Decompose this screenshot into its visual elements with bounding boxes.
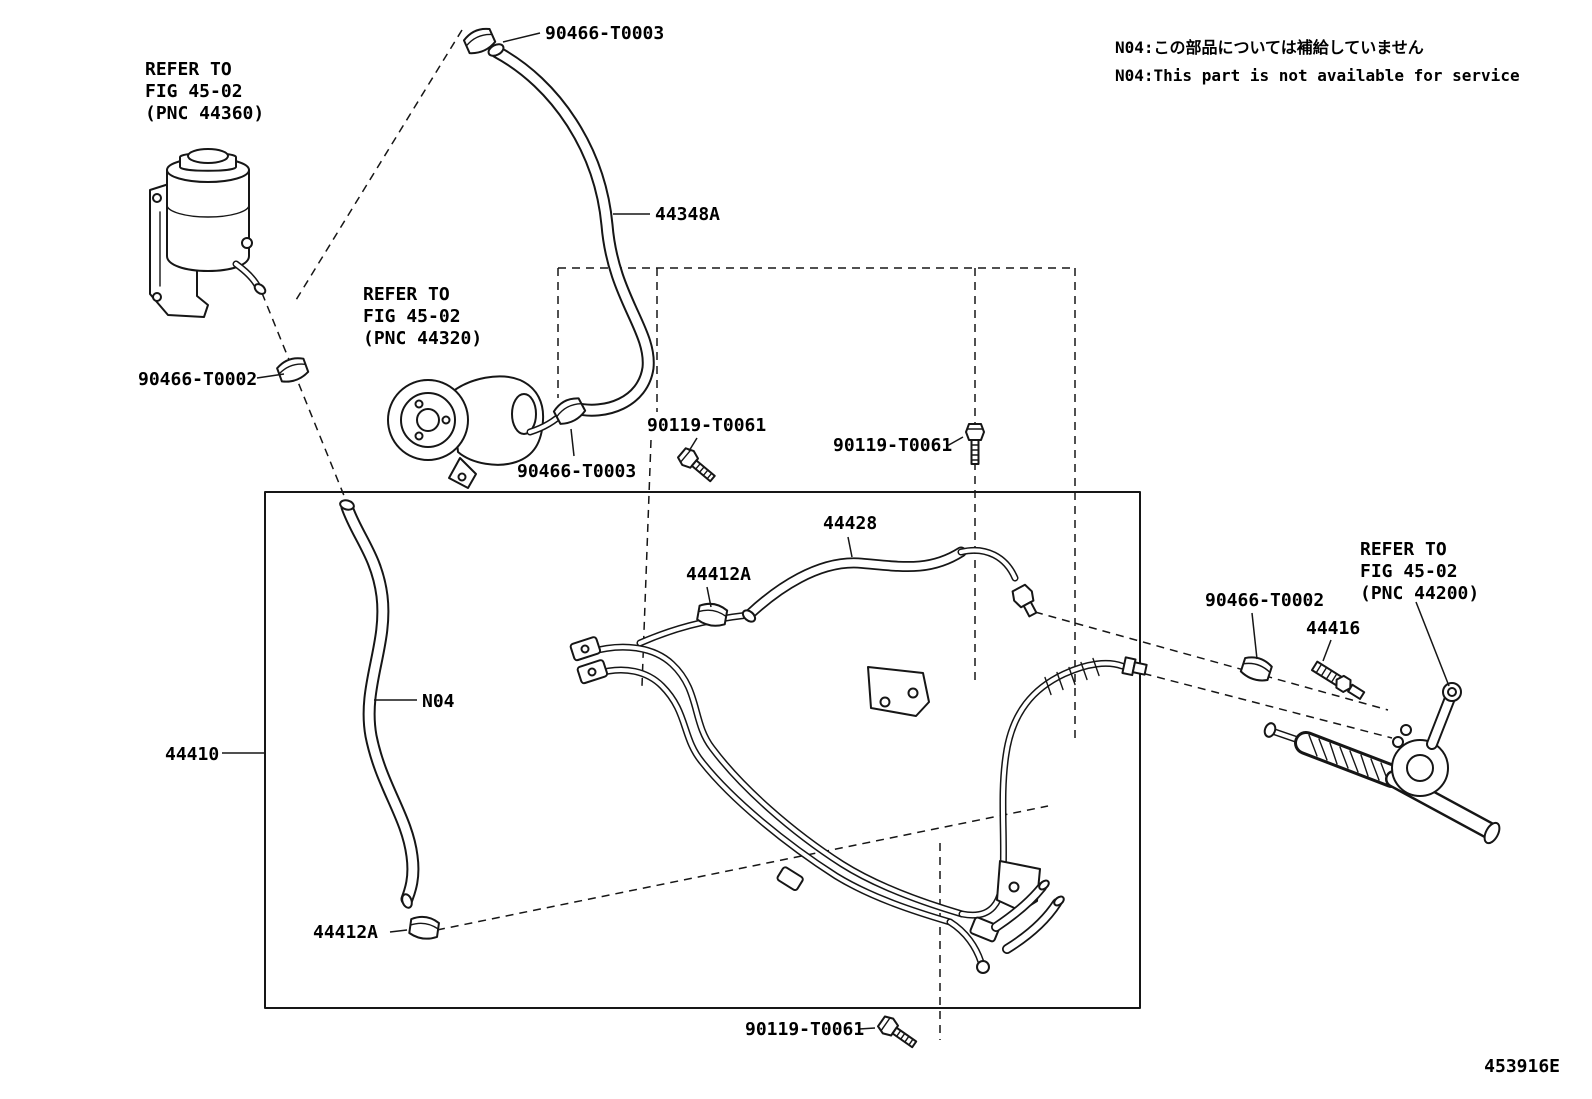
leader-clamp-44412A-bottom bbox=[389, 929, 408, 933]
callout-clamp-gear: 90466-T0002 bbox=[1205, 590, 1324, 611]
ref-gear-line2: FIG 45-02 bbox=[1360, 561, 1458, 582]
callout-tube-44428: 44428 bbox=[823, 513, 877, 534]
callout-bolt-left: 90119-T0061 bbox=[647, 415, 766, 436]
leader-lines bbox=[222, 32, 1450, 1030]
leader-clamp-top bbox=[502, 32, 541, 43]
ref-gear-line3: (PNC 44200) bbox=[1360, 583, 1479, 604]
ref-pump-line3: (PNC 44320) bbox=[363, 328, 482, 349]
union-bolt-part bbox=[1310, 660, 1366, 700]
steering-gear-part bbox=[1263, 682, 1501, 845]
reference-pump: REFER TO FIG 45-02 (PNC 44320) bbox=[363, 284, 482, 349]
bolt-left-part bbox=[675, 444, 720, 487]
callout-clamp-44412A-bottom: 44412A bbox=[313, 922, 378, 943]
callout-assembly-44410: 44410 bbox=[165, 744, 219, 765]
suction-hose-n04-part bbox=[339, 499, 420, 909]
note-english: N04:This part is not available for servi… bbox=[1115, 66, 1520, 85]
tube-assembly-part bbox=[569, 546, 1148, 974]
dashed-relation-lines bbox=[261, 29, 1393, 1040]
callout-clamp-top: 90466-T0003 bbox=[545, 23, 664, 44]
leader-clamp-44412A-top bbox=[706, 586, 712, 608]
service-notes: N04:この部品については補給していません N04:This part is n… bbox=[1115, 38, 1520, 85]
reference-reservoir: REFER TO FIG 45-02 (PNC 44360) bbox=[145, 59, 264, 124]
reference-steering-gear: REFER TO FIG 45-02 (PNC 44200) bbox=[1360, 539, 1479, 604]
ref-reservoir-line1: REFER TO bbox=[145, 59, 232, 80]
callout-clamp-reservoir: 90466-T0002 bbox=[138, 369, 257, 390]
leader-clamp-pump bbox=[570, 428, 575, 457]
pressure-feed-hose-part bbox=[487, 43, 655, 417]
callout-hose-n04: N04 bbox=[422, 691, 455, 712]
clamp-reservoir-part bbox=[274, 353, 311, 386]
ref-gear-line1: REFER TO bbox=[1360, 539, 1447, 560]
leader-clamp-gear bbox=[1251, 612, 1258, 660]
leader-bolt-right bbox=[946, 436, 964, 447]
leader-clamp-reservoir bbox=[256, 373, 285, 379]
pump-part bbox=[387, 375, 568, 489]
callout-clamp-pump: 90466-T0003 bbox=[517, 461, 636, 482]
callout-union-44416: 44416 bbox=[1306, 618, 1360, 639]
ref-pump-line1: REFER TO bbox=[363, 284, 450, 305]
callout-bolt-bottom: 90119-T0061 bbox=[745, 1019, 864, 1040]
leader-union-44416 bbox=[1322, 639, 1332, 662]
leader-tube-44428 bbox=[847, 536, 853, 558]
leader-bolt-left bbox=[688, 437, 698, 452]
assembly-boundary-box bbox=[264, 491, 1141, 1009]
callout-labels: 90466-T0003 44348A 90466-T0002 90466-T00… bbox=[138, 23, 1360, 1040]
bolt-right-part bbox=[965, 423, 985, 465]
bolt-bottom-part bbox=[875, 1013, 921, 1053]
callout-hose-44348A: 44348A bbox=[655, 204, 720, 225]
ref-pump-line2: FIG 45-02 bbox=[363, 306, 461, 327]
ref-reservoir-line3: (PNC 44360) bbox=[145, 103, 264, 124]
leader-ref-gear bbox=[1415, 601, 1450, 687]
note-japanese: N04:この部品については補給していません bbox=[1115, 38, 1424, 57]
figure-code: 453916E bbox=[1484, 1056, 1560, 1077]
callout-bolt-right: 90119-T0061 bbox=[833, 435, 952, 456]
reservoir-part bbox=[149, 148, 267, 318]
clamp-tube-lower-part bbox=[407, 914, 441, 942]
leader-bolt-bottom bbox=[858, 1027, 876, 1030]
ref-reservoir-line2: FIG 45-02 bbox=[145, 81, 243, 102]
callout-clamp-44412A-top: 44412A bbox=[686, 564, 751, 585]
